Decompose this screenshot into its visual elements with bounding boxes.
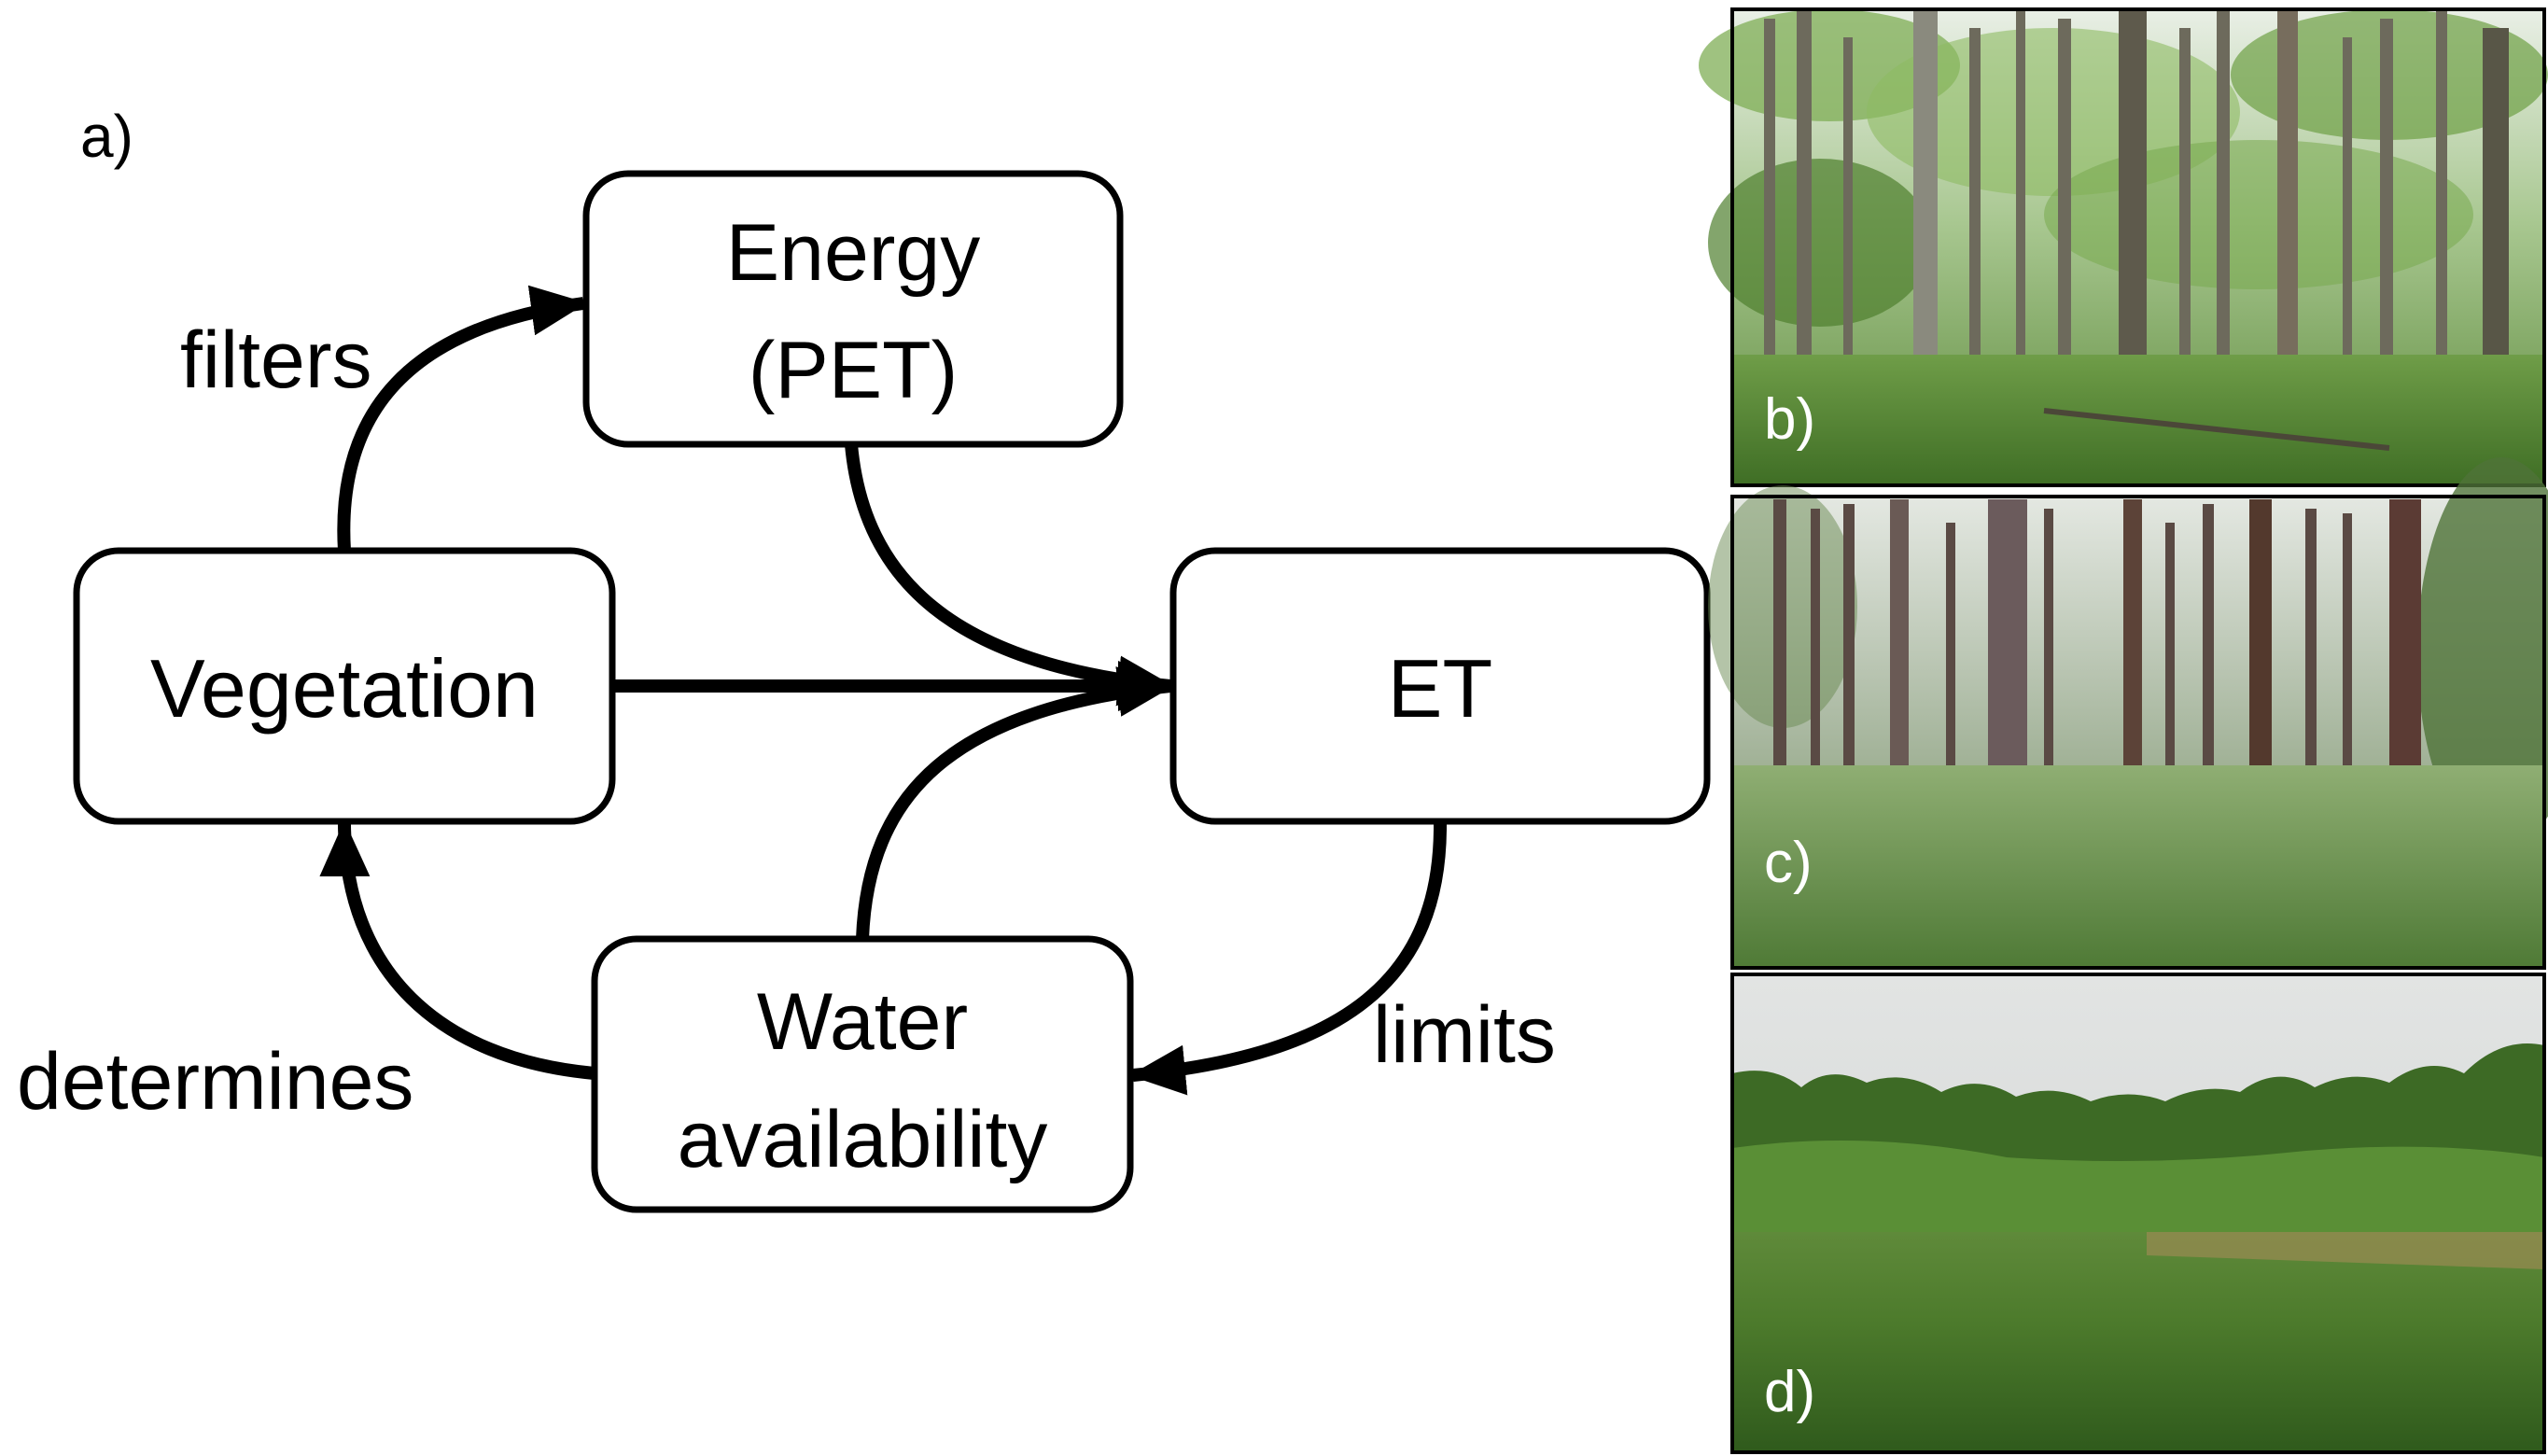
photo-c: c) [1708,457,2548,970]
photo-b: b) [1699,7,2548,487]
panel-label-a: a) [80,103,133,170]
arrow-water-to-et [856,666,1174,940]
node-vegetation: Vegetation [73,547,616,825]
panel-label-c: c) [1764,831,1813,895]
node-water-line2: availability [678,1095,1048,1184]
arrow-water-to-vegetation [319,820,595,1080]
node-water-line1: Water [757,977,968,1067]
panel-label-d: d) [1764,1360,1815,1424]
edge-label-limits: limits [1373,990,1556,1080]
arrow-energy-to-et [845,443,1174,707]
edge-label-determines: determines [17,1037,413,1127]
node-energy-line1: Energy [726,208,981,298]
node-water: Water availability [591,935,1134,1213]
panel-label-b: b) [1764,387,1815,452]
arrow-et-to-water [1129,820,1448,1096]
node-energy-line2: (PET) [749,326,959,415]
edge-label-filters: filters [180,315,371,405]
arrow-vegetation-to-energy [337,285,587,552]
photo-d: d) [1730,973,2546,1454]
node-et: ET [1169,547,1711,825]
node-energy: Energy (PET) [582,170,1124,448]
node-et-label: ET [1388,642,1492,735]
node-vegetation-label: Vegetation [150,642,539,735]
